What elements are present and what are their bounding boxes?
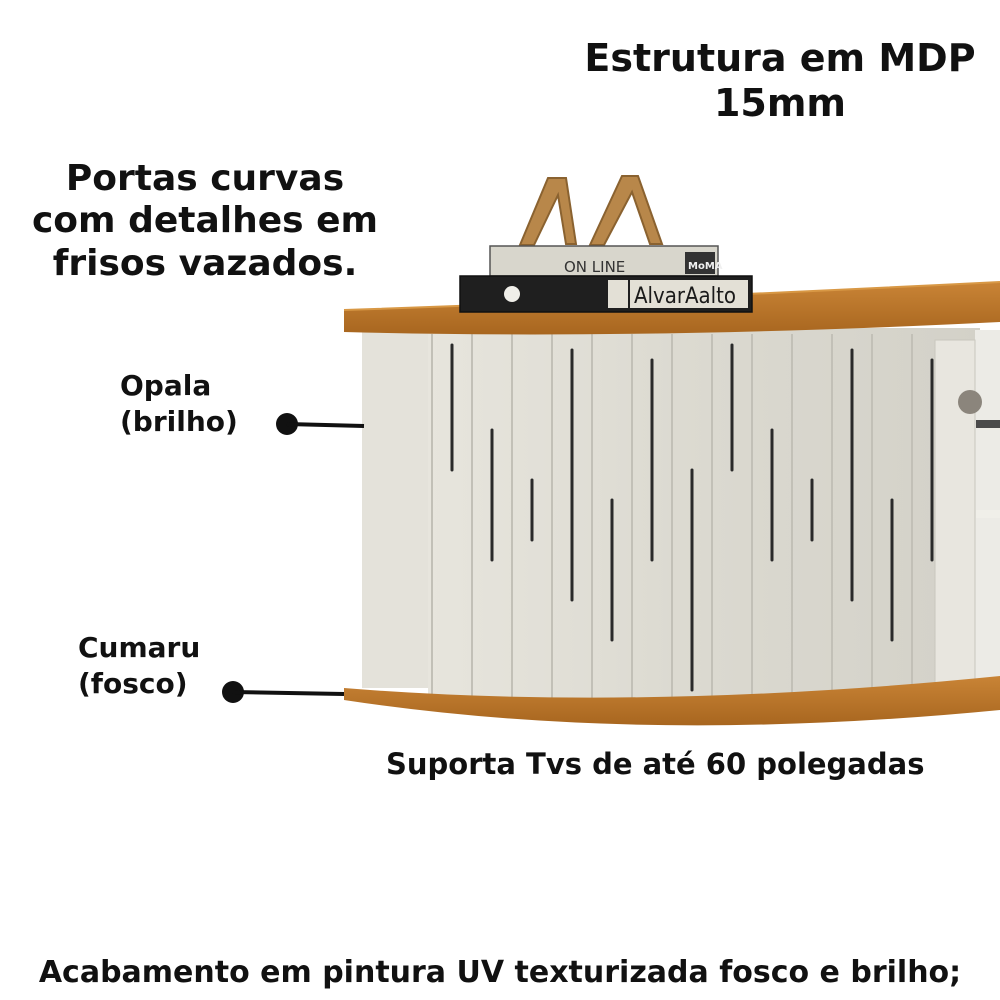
book-stack [459, 245, 753, 313]
book-spine-logo: MoMA [688, 261, 723, 272]
cumaru-pointer [222, 681, 345, 703]
mdp-line-2: 15mm [713, 80, 847, 125]
doors-line-2: com detalhes em [31, 200, 379, 242]
opala-line-1: Opala [120, 369, 212, 402]
book-spine-title-top: ON LINE [564, 258, 625, 276]
opala-pointer [276, 413, 365, 435]
opala-line-2: (brilho) [120, 405, 238, 439]
mdp-line-1: Estrutura em MDP [584, 36, 976, 80]
sideboard-body [362, 328, 1000, 703]
cumaru-line-1: Cumaru [78, 631, 201, 664]
curved-doors-label: Portas curvas com detalhes em frisos vaz… [10, 158, 400, 285]
mdp-structure-label: Estrutura em MDP 15mm [560, 36, 1000, 126]
book-spine-title-bottom: AlvarAalto [634, 284, 736, 309]
bookend-decor [518, 175, 664, 246]
doors-line-3: frisos vazados. [52, 242, 358, 284]
opala-label: Opala (brilho) [120, 368, 238, 441]
doors-line-1: Portas curvas [65, 158, 345, 199]
door-grooves [431, 334, 913, 700]
door-slots [450, 343, 934, 692]
tv-support-label: Suporta Tvs de até 60 polegadas [386, 747, 925, 781]
cumaru-line-2: (fosco) [78, 667, 188, 701]
finish-label: Acabamento em pintura UV texturizada fos… [38, 955, 962, 990]
door-knob [934, 339, 1000, 686]
bottom-base [344, 676, 1000, 726]
cumaru-label: Cumaru (fosco) [78, 630, 200, 703]
